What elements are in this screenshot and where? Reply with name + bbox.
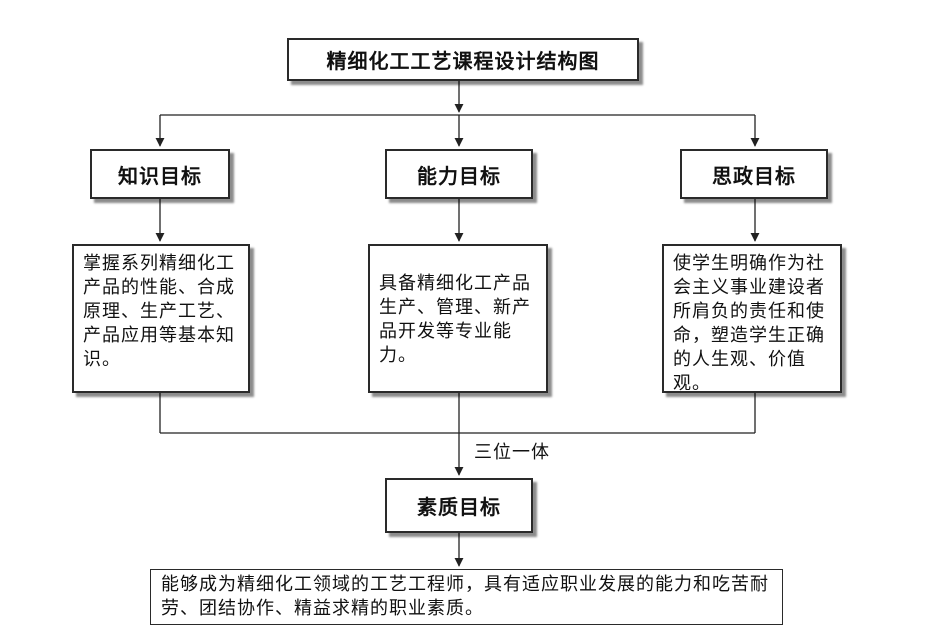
ideology-goal-heading: 思政目标 — [680, 149, 828, 199]
merge-label: 三位一体 — [474, 442, 550, 463]
knowledge-goal-description: 掌握系列精细化工产品的性能、合成原理、生产工艺、产品应用等基本知识。 — [72, 244, 250, 393]
knowledge-goal-heading: 知识目标 — [90, 149, 230, 199]
ideology-goal-description: 使学生明确作为社会主义事业建设者所肩负的责任和使命，塑造学生正确的人生观、价值观… — [662, 244, 842, 394]
quality-goal-heading: 素质目标 — [385, 478, 533, 533]
ability-goal-heading: 能力目标 — [385, 149, 533, 199]
quality-goal-description: 能够成为精细化工领域的工艺工程师，具有适应职业发展的能力和吃苦耐劳、团结协作、精… — [150, 569, 783, 625]
diagram-title: 精细化工工艺课程设计结构图 — [287, 38, 639, 81]
ability-goal-description: 具备精细化工产品生产、管理、新产品开发等专业能力。 — [368, 244, 548, 393]
